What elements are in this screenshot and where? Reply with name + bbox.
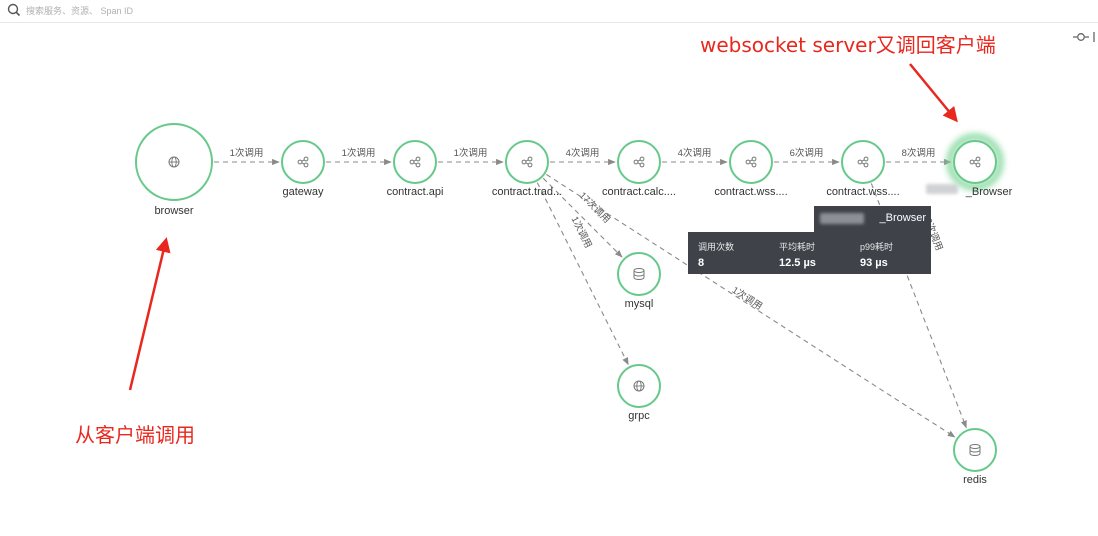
- service-icon: [857, 156, 869, 168]
- metric-p99-latency: p99耗时 93 µs: [860, 240, 893, 269]
- annotation-arrow-left: [128, 237, 171, 391]
- service-icon: [521, 156, 533, 168]
- node-redis[interactable]: redis: [953, 428, 997, 486]
- globe-icon: [168, 156, 180, 168]
- node-label: mysql: [625, 298, 654, 310]
- metric-label: 调用次数: [698, 242, 735, 252]
- service-icon: [745, 156, 757, 168]
- service-icon: [409, 156, 421, 168]
- node-mysql[interactable]: mysql: [617, 252, 661, 310]
- nodes-layer: browser gateway contract.api contract.trad.…: [135, 123, 1013, 486]
- edge-line[interactable]: [870, 183, 967, 429]
- edge-label: 8次调用: [902, 147, 936, 159]
- edge-contract_api-contract_trad[interactable]: 1次调用: [438, 147, 504, 166]
- node-circle[interactable]: [617, 252, 661, 296]
- edge-label: 1次调用: [730, 284, 765, 312]
- node-label: browser: [154, 205, 193, 217]
- node-contract_api[interactable]: contract.api: [387, 140, 444, 198]
- edge-contract_trad-grpc[interactable]: 1次调用: [536, 182, 629, 366]
- metric-label: p99耗时: [860, 242, 894, 252]
- layout-toggle-icon[interactable]: [1072, 30, 1096, 44]
- node-circle[interactable]: [505, 140, 549, 184]
- annotation-left: 从客户端调用: [75, 423, 195, 447]
- metric-call-count: 调用次数 8: [698, 240, 734, 269]
- node-circle[interactable]: [729, 140, 773, 184]
- node-circle[interactable]: [953, 428, 997, 472]
- search-bar: [0, 0, 1098, 23]
- globe-icon: [633, 380, 645, 392]
- node-circle[interactable]: [953, 140, 997, 184]
- node-browser[interactable]: browser: [135, 123, 213, 217]
- edge-gateway-contract_api[interactable]: 1次调用: [326, 147, 392, 166]
- node-gateway[interactable]: gateway: [281, 140, 325, 198]
- edge-line[interactable]: [536, 182, 629, 366]
- edge-contract_wss2-browser2[interactable]: 8次调用: [886, 147, 952, 166]
- metric-value: 12.5 µs: [779, 257, 816, 269]
- node-contract_trad[interactable]: contract.trad...: [492, 140, 562, 198]
- service-icon: [297, 156, 309, 168]
- edge-label: 4次调用: [566, 147, 600, 159]
- edge-label: 1次调用: [454, 147, 488, 159]
- node-tooltip: _Browser 调用次数 8 平均耗时 12.5 µs p99耗时 93 µs: [688, 206, 931, 274]
- edge-label: 6次调用: [790, 147, 824, 159]
- search-input[interactable]: [24, 2, 428, 20]
- annotation-arrow-top: [909, 63, 958, 123]
- tooltip-header: _Browser: [814, 206, 931, 232]
- node-circle[interactable]: [617, 140, 661, 184]
- node-browser2[interactable]: _Browser: [947, 134, 1013, 198]
- node-label: redis: [963, 474, 987, 486]
- node-contract_wss1[interactable]: contract.wss....: [714, 140, 788, 198]
- node-circle[interactable]: [393, 140, 437, 184]
- node-label: contract.trad...: [492, 186, 562, 198]
- edge-label: 1次调用: [230, 147, 264, 159]
- service-icon: [969, 156, 981, 168]
- node-label: contract.wss....: [714, 186, 787, 198]
- tooltip-title: _Browser: [879, 212, 926, 224]
- metric-value: 8: [698, 257, 705, 269]
- edge-contract_calc-contract_wss1[interactable]: 4次调用: [662, 147, 728, 166]
- node-label: contract.api: [387, 186, 444, 198]
- edge-label: 1次调用: [342, 147, 376, 159]
- node-label: gateway: [283, 186, 324, 198]
- node-contract_calc[interactable]: contract.calc....: [602, 140, 676, 198]
- annotation-top: websocket server又调回客户端: [700, 33, 996, 57]
- node-label: _Browser: [965, 186, 1013, 198]
- node-contract_wss2[interactable]: contract.wss....: [826, 140, 900, 198]
- edge-browser-gateway[interactable]: 1次调用: [214, 147, 280, 166]
- node-label: contract.calc....: [602, 186, 676, 198]
- node-label: grpc: [628, 410, 650, 422]
- node-circle[interactable]: [281, 140, 325, 184]
- redacted-name-blur: [926, 184, 958, 194]
- metric-avg-latency: 平均耗时 12.5 µs: [779, 240, 816, 269]
- database-icon: [633, 268, 645, 280]
- annotations-layer: websocket server又调回客户端 从客户端调用: [75, 33, 996, 447]
- edge-line[interactable]: [542, 177, 623, 258]
- node-circle[interactable]: [841, 140, 885, 184]
- tooltip-metrics: 调用次数 8 平均耗时 12.5 µs p99耗时 93 µs: [688, 232, 931, 274]
- edge-label: 4次调用: [678, 147, 712, 159]
- edge-contract_wss1-contract_wss2[interactable]: 6次调用: [774, 147, 840, 166]
- metric-label: 平均耗时: [779, 242, 816, 252]
- redacted-name-blur: [820, 213, 864, 224]
- metric-value: 93 µs: [860, 257, 888, 269]
- node-label: contract.wss....: [826, 186, 899, 198]
- node-grpc[interactable]: grpc: [617, 364, 661, 422]
- search-icon[interactable]: [6, 2, 22, 18]
- database-icon: [969, 444, 981, 456]
- node-highlight-glow: [947, 134, 1003, 190]
- edge-contract_trad-contract_calc[interactable]: 4次调用: [550, 147, 616, 166]
- service-icon: [633, 156, 645, 168]
- edge-label: 1次调用: [569, 214, 595, 250]
